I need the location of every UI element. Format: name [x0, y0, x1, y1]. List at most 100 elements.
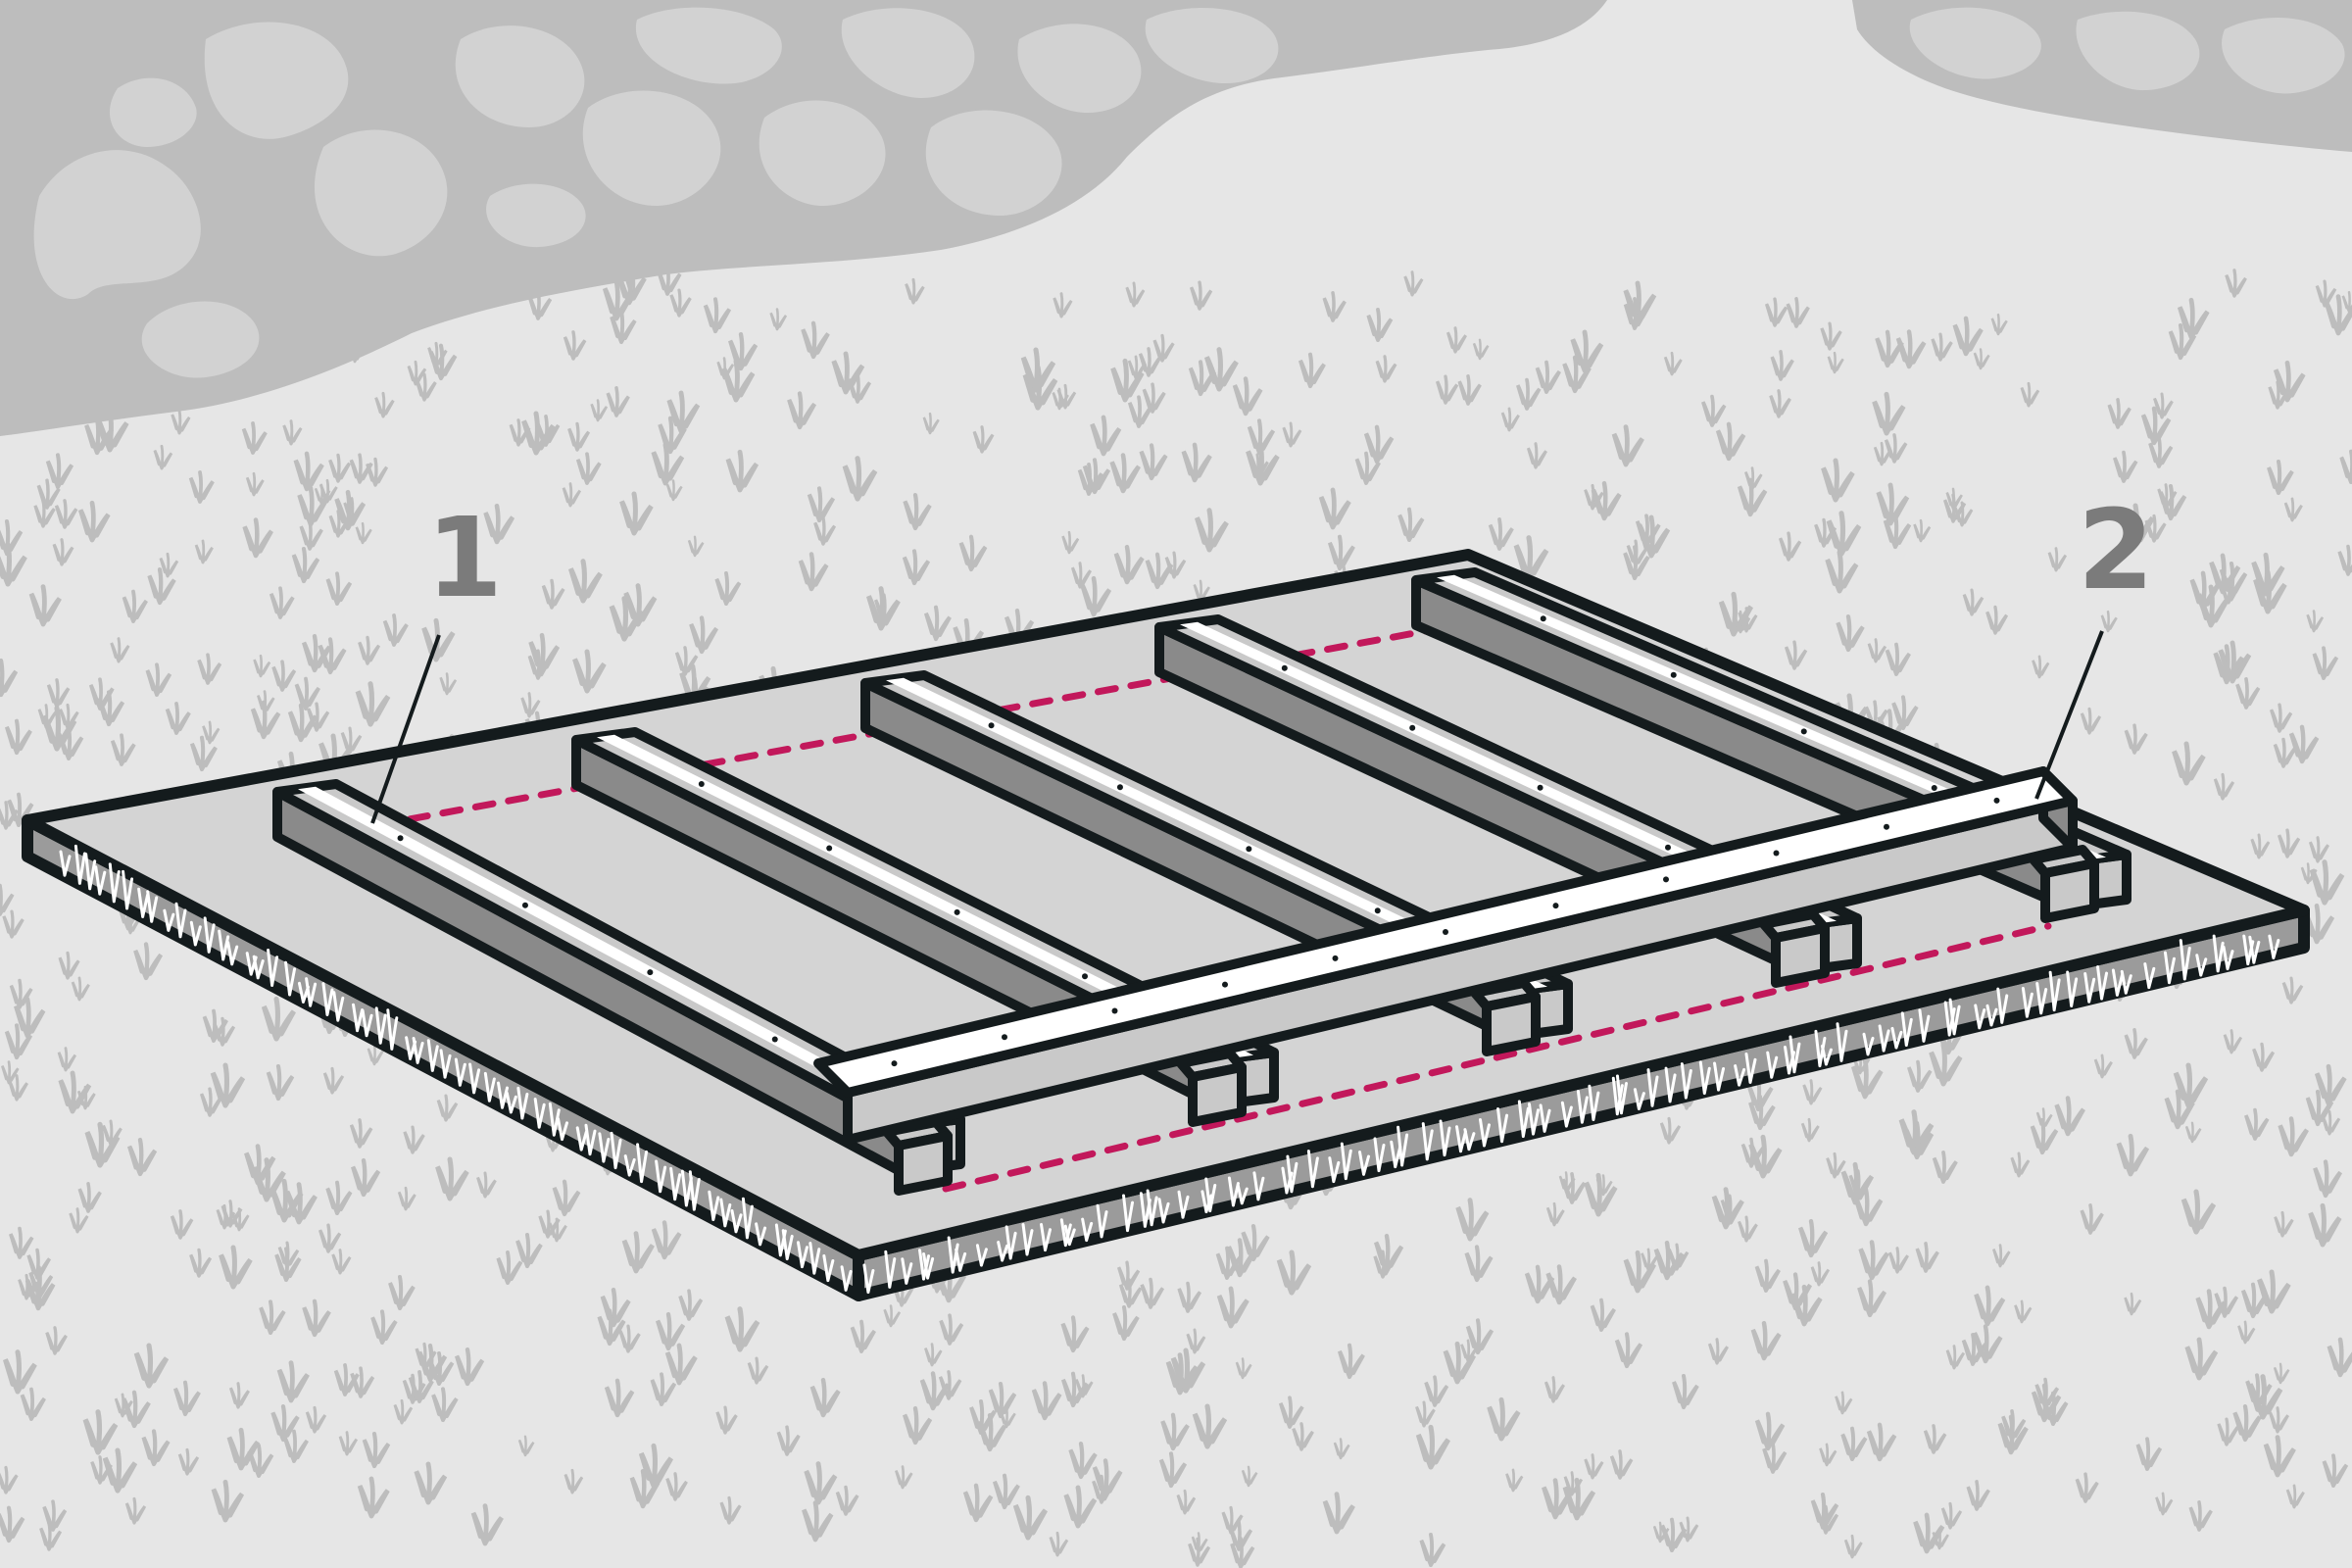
joist-1-screw	[647, 969, 654, 976]
edge-grass-blade	[1836, 1022, 1848, 1062]
crossbeam-screw	[1884, 823, 1889, 830]
edge-grass-blade	[884, 1250, 897, 1289]
edge-grass-blade	[305, 977, 318, 1007]
edge-grass-blade	[1096, 1203, 1108, 1239]
joist-3-screw	[1246, 846, 1252, 853]
edge-grass-blade	[1340, 1142, 1352, 1181]
edge-grass-blade	[781, 1229, 794, 1261]
edge-grass-blade	[1588, 1084, 1600, 1122]
joist-3-screw	[1374, 907, 1381, 914]
edge-grass-blade	[840, 1265, 853, 1292]
edge-grass-blade	[1358, 1150, 1370, 1176]
edge-grass-blade	[975, 1244, 988, 1267]
callout-1: 1	[370, 495, 503, 824]
joist-end-face	[1188, 1062, 1247, 1127]
edge-grass-blade	[1081, 1217, 1094, 1243]
edge-grass-blade	[1396, 1125, 1409, 1167]
joist-2-highlight	[597, 734, 1253, 1058]
edge-grass-blade	[1177, 1190, 1190, 1219]
edge-grass-blade	[741, 1197, 754, 1240]
edge-grass-blade	[267, 949, 279, 988]
crossbeam-screw	[891, 1060, 898, 1067]
edge-grass-blade	[1306, 1150, 1319, 1189]
callout-1-leader	[370, 634, 441, 824]
joist-end-5	[2029, 845, 2099, 923]
edge-grass-blade	[1373, 1137, 1386, 1173]
edge-grass-blade	[386, 1008, 399, 1051]
edge-grass-blade	[533, 1098, 546, 1129]
edge-grass-blade	[901, 1257, 913, 1285]
joist-5-screw	[1670, 671, 1677, 678]
edge-grass-blade	[1974, 1004, 1986, 1030]
edge-grass-blade	[439, 1049, 452, 1079]
edge-grass-blade	[1517, 1100, 1530, 1139]
edge-grass-blade	[321, 982, 334, 1016]
edge-grass-blade	[174, 902, 187, 939]
edge-grass-blade	[822, 1253, 835, 1283]
edge-grass-blade	[1236, 1183, 1249, 1205]
edge-grass-blade	[1421, 1122, 1434, 1161]
edge-grass-blade	[2048, 970, 2061, 1012]
edge-grass-blade	[1021, 1222, 1034, 1256]
joist-5-screw	[1800, 728, 1807, 735]
edge-grass-blade	[808, 1242, 821, 1275]
edge-grass-blade	[352, 1003, 365, 1033]
edge-grass-blade	[2163, 951, 2176, 985]
edge-grass-blade	[1788, 1035, 1801, 1074]
edge-grass-blade	[1560, 1101, 1573, 1128]
edge-grass-blade	[84, 853, 97, 891]
edge-grass-blade	[1439, 1119, 1451, 1157]
crossbeam	[813, 766, 2078, 1145]
joist-3-highlight	[886, 677, 1547, 990]
edge-grass-blade	[557, 1117, 569, 1142]
edge-grass-blade	[2268, 934, 2280, 959]
edge-grass-blade	[1615, 1074, 1628, 1115]
edge-grass-blade	[454, 1057, 466, 1087]
edge-grass-blade	[575, 1126, 588, 1152]
edge-grass-blade	[1122, 1194, 1135, 1233]
edge-grass-blade	[1820, 1044, 1833, 1066]
joist-1-screw	[397, 835, 404, 842]
edge-grass-blade	[361, 1008, 373, 1038]
edge-grass-blade	[1985, 1004, 1998, 1027]
edge-grass-blade	[516, 1086, 529, 1120]
joist-4-highlight	[1180, 621, 1837, 924]
joist-5-screw	[1931, 785, 1937, 791]
edge-grass-blade	[468, 1062, 481, 1095]
edge-grass-blade	[284, 960, 297, 997]
edge-grass-blade	[1918, 1008, 1931, 1043]
edge-grass-blade	[719, 1198, 732, 1228]
edge-grass-blade	[623, 1154, 636, 1177]
edge-grass-blade	[636, 1143, 649, 1184]
edge-grass-blade	[505, 1091, 517, 1114]
edge-grass-blade	[108, 862, 121, 904]
edge-grass-blade	[1664, 1066, 1677, 1103]
edge-grass-blade	[2096, 965, 2109, 1001]
joist-3-screw	[988, 722, 995, 729]
edge-grass-blade	[730, 1209, 743, 1234]
edge-grass-blade	[1252, 1171, 1265, 1201]
edge-grass-blade	[862, 1263, 875, 1295]
edge-grass-blade	[218, 929, 230, 961]
joist-4-screw	[1537, 784, 1544, 791]
joist-3-screw	[1116, 784, 1123, 791]
joist-end-4	[1759, 909, 1830, 988]
edge-grass-blade	[1948, 998, 1961, 1036]
edge-grass-blade	[2248, 935, 2261, 964]
edge-grass-blade	[1463, 1128, 1476, 1152]
edge-grass-blade	[598, 1132, 611, 1163]
edge-grass-blade	[1286, 1154, 1298, 1194]
edge-grass-blade	[1496, 1107, 1509, 1144]
crossbeam-screw	[1222, 981, 1228, 988]
crossbeam-screw	[1332, 955, 1339, 961]
edge-grass-blade	[2021, 986, 2034, 1018]
joist-4-screw	[1665, 844, 1671, 851]
crossbeam-screw	[1002, 1034, 1007, 1041]
edge-grass-blade	[1328, 1156, 1341, 1184]
edge-grass-blade	[922, 1252, 935, 1280]
edge-grass-blade	[189, 920, 202, 947]
crossbeam-screw	[1552, 903, 1559, 909]
joist-end-face	[1771, 923, 1830, 988]
crossbeam-screw	[1773, 850, 1780, 857]
